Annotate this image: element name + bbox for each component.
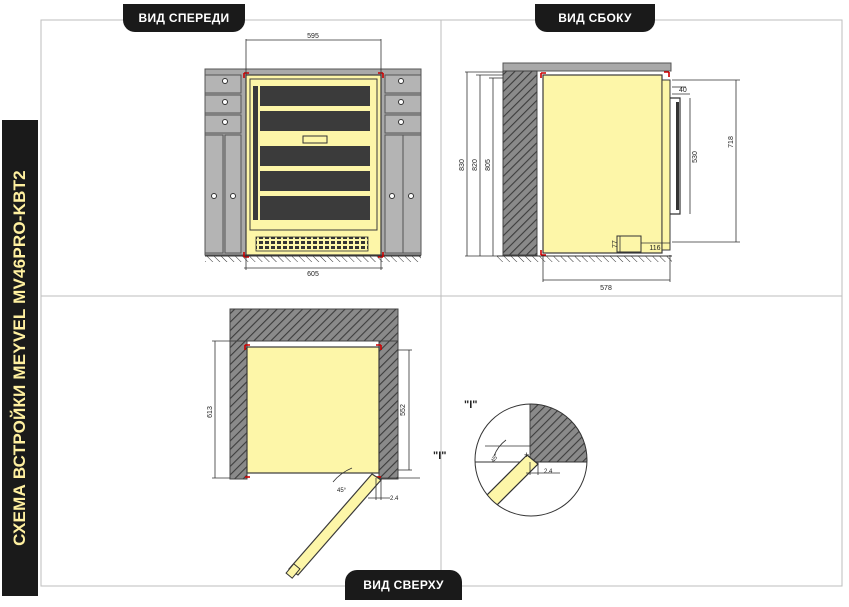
dim-top-width: 595 [307, 33, 319, 40]
dim-top-gap: 2.4 [390, 496, 399, 502]
tab-top-view: ВИД СВЕРХУ [345, 570, 462, 600]
dim-foot-77: 77 [612, 240, 619, 248]
shelf [260, 171, 370, 191]
dim-base-116: 116 [649, 245, 660, 252]
detail-view: "I" 45° 2.4 + [464, 399, 588, 517]
right-wall [378, 340, 399, 480]
wall-section [502, 70, 538, 256]
wine-cooler-side [542, 74, 663, 254]
tab-front-view: ВИД СПЕРЕДИ [123, 4, 245, 32]
detail-marker: "I" [433, 450, 447, 462]
front-view: 595 605 [204, 33, 422, 278]
sidebar-title: СХЕМА ВСТРОЙКИ MEYVEL MV46PRO-KBT2 [10, 170, 29, 546]
dim-handle-530: 530 [692, 151, 699, 163]
top-view: 45° 613 552 2.4 "I" [207, 308, 447, 579]
sidebar-title-block: СХЕМА ВСТРОЙКИ MEYVEL MV46PRO-KBT2 [2, 120, 38, 596]
countertop [502, 62, 672, 72]
door-edge [661, 79, 671, 251]
control-panel [302, 135, 328, 144]
dim-height-830: 830 [459, 159, 466, 171]
dim-bottom-width: 605 [307, 271, 319, 278]
side-handle [670, 97, 681, 215]
dim-height-718: 718 [728, 136, 735, 148]
tab-side-view: ВИД СБОКУ [535, 4, 655, 32]
detail-circle [474, 403, 588, 517]
detail-gap: 2.4 [544, 469, 553, 475]
dim-top-552: 552 [400, 404, 407, 416]
dim-top-613: 613 [207, 406, 214, 418]
shelf [260, 146, 370, 166]
door-handle [253, 86, 258, 220]
side-view: 830 820 805 718 530 40 77 116 578 [459, 62, 740, 292]
back-wall [229, 308, 399, 342]
vent-grille [255, 236, 369, 252]
detail-cross: + [524, 450, 529, 460]
grid-frame [40, 19, 843, 587]
detail-label: "I" [464, 399, 478, 411]
dim-height-805: 805 [485, 159, 492, 171]
fit-markers [243, 72, 384, 258]
shelf [260, 196, 370, 220]
dim-height-820: 820 [472, 159, 479, 171]
shelf [260, 86, 370, 106]
foot [616, 235, 642, 253]
wine-cooler-top [246, 346, 380, 474]
open-door [285, 473, 382, 579]
door-angle: 45° [337, 488, 347, 494]
tab-top-label: ВИД СВЕРХУ [363, 578, 444, 592]
tab-side-label: ВИД СБОКУ [558, 11, 632, 25]
dim-depth-578: 578 [600, 285, 612, 292]
tab-front-label: ВИД СПЕРЕДИ [138, 11, 230, 25]
detail-angle: 45° [491, 453, 501, 464]
shelf [260, 111, 370, 131]
dim-door-40: 40 [679, 87, 687, 94]
left-wall [229, 340, 248, 480]
